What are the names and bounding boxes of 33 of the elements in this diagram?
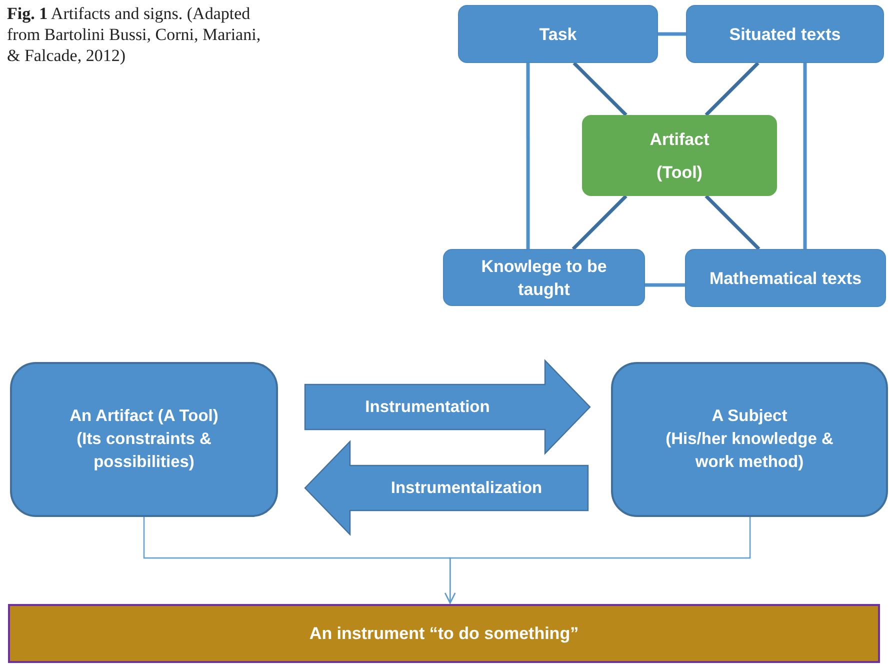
box-label: Situated texts bbox=[728, 24, 842, 46]
box-title: Artifact bbox=[648, 128, 710, 150]
rounded-box bbox=[686, 5, 884, 63]
rounded-box bbox=[685, 249, 886, 307]
edge-label: Instrumentalization bbox=[390, 478, 542, 498]
box-title: An Artifact (A Tool) bbox=[68, 406, 220, 427]
connector-line bbox=[704, 62, 760, 116]
figure-caption: Fig. 1 Artifacts and signs. (Adapted from Bartolini Bussi, Corni, Mariani, & Falcade, 2012) bbox=[7, 3, 262, 66]
rounded-box bbox=[10, 362, 278, 517]
connector-line bbox=[704, 194, 760, 250]
result-bar bbox=[8, 604, 880, 663]
box-label: Task bbox=[538, 24, 578, 46]
arrow bbox=[444, 517, 751, 604]
rounded-box bbox=[443, 249, 645, 306]
box-subtitle: (Its constraints & possibilities) bbox=[76, 429, 212, 473]
connector-line bbox=[658, 32, 686, 36]
rounded-box bbox=[582, 115, 777, 196]
box-label: Knowlege to be taught bbox=[480, 256, 608, 300]
rounded-box bbox=[458, 5, 658, 63]
block-arrow bbox=[304, 359, 591, 455]
connector-line bbox=[526, 63, 530, 249]
connector-line bbox=[572, 194, 628, 250]
connector-line bbox=[572, 62, 628, 116]
connector-line bbox=[645, 283, 685, 287]
edge-label: Instrumentation bbox=[365, 397, 490, 417]
connector-line bbox=[803, 63, 807, 249]
box-label: Mathematical texts bbox=[708, 268, 863, 290]
box-title: A Subject bbox=[710, 406, 788, 427]
block-arrow bbox=[304, 440, 589, 536]
box-label: An instrument “to do something” bbox=[308, 623, 580, 645]
box-subtitle: (His/her knowledge & work method) bbox=[664, 429, 834, 473]
rounded-box bbox=[611, 362, 888, 517]
box-subtitle: (Tool) bbox=[656, 162, 704, 184]
